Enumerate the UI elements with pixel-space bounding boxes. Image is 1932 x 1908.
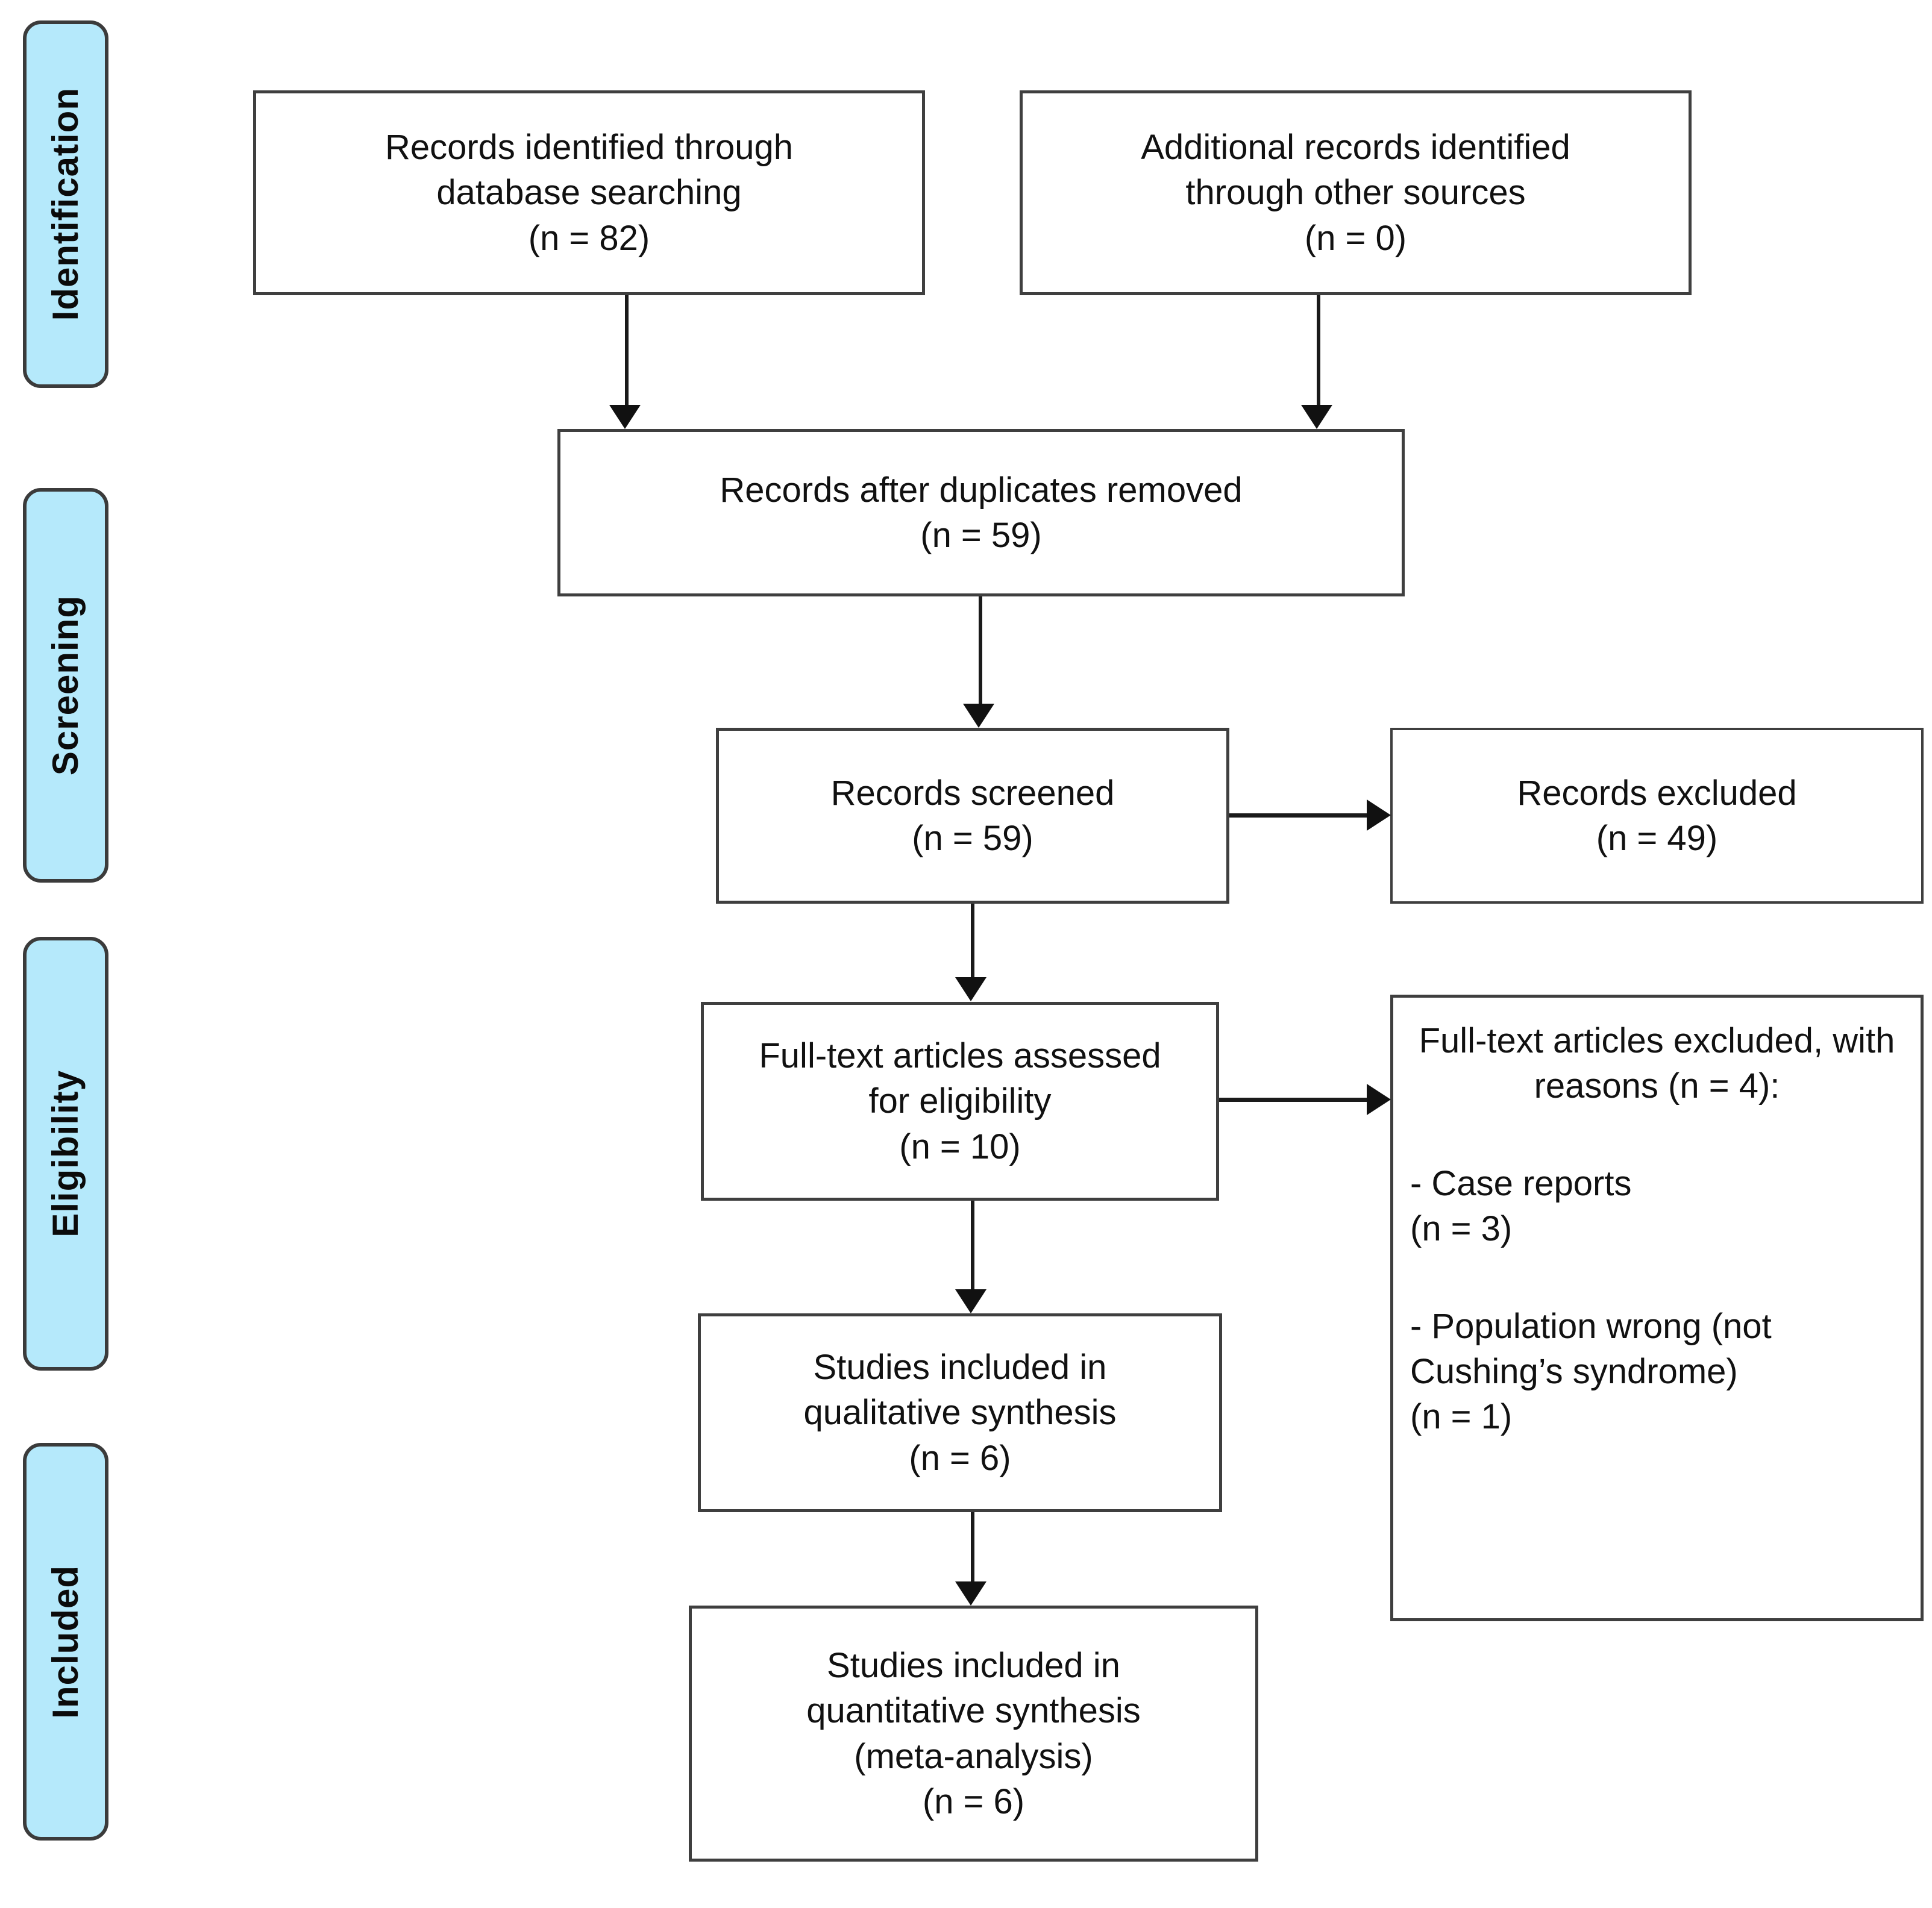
arrowhead-db-to-duplicates <box>609 405 641 429</box>
box-line: (n = 49) <box>1596 819 1718 858</box>
arrowhead-fulltext-to-qualitative <box>955 1289 986 1313</box>
box-additional-records-other-sources: Additional records identified through ot… <box>1020 90 1692 295</box>
box-line: (n = 82) <box>528 218 650 258</box>
stage-bar-identification: Identification <box>23 20 108 388</box>
box-line: Records after duplicates removed <box>720 470 1243 510</box>
box-line: Full-text articles <box>1419 1021 1664 1060</box>
box-records-identified-database: Records identified through database sear… <box>253 90 925 295</box>
box-line: for eligibility <box>868 1081 1052 1121</box>
stage-bar-eligibility: Eligibility <box>23 937 108 1371</box>
box-line: (n = 59) <box>920 516 1042 555</box>
box-line: Studies included in <box>813 1347 1107 1387</box>
arrowhead-screened-to-excluded <box>1367 799 1391 831</box>
box-line: Full-text articles assessed <box>759 1036 1161 1075</box>
reasons-header: Full-text articles excluded, with reason… <box>1410 1018 1904 1109</box>
connector-qualitative-to-quantitative <box>971 1512 974 1581</box>
box-line: Cushing’s syndrome) <box>1410 1351 1738 1391</box>
box-line: quantitative synthesis <box>806 1691 1141 1731</box>
box-line: (n = 10) <box>899 1127 1021 1166</box>
connector-db-to-duplicates <box>625 295 629 405</box>
arrowhead-screened-to-fulltext <box>955 977 986 1001</box>
stage-label-included: Included <box>45 1565 86 1719</box>
box-line: (n = 1) <box>1410 1397 1513 1437</box>
arrowhead-qualitative-to-quantitative <box>955 1581 986 1606</box>
box-line: Studies included in <box>827 1645 1120 1685</box>
box-line: - Population wrong (not <box>1410 1306 1772 1346</box>
box-line: database searching <box>436 173 742 213</box>
connector-fulltext-to-qualitative <box>971 1201 974 1289</box>
reason-case-reports: - Case reports (n = 3) <box>1410 1161 1904 1252</box>
box-line: Records screened <box>830 773 1115 813</box>
box-records-excluded: Records excluded (n = 49) <box>1390 728 1924 904</box>
connector-other-to-duplicates <box>1317 295 1320 405</box>
stage-bar-included: Included <box>23 1443 108 1841</box>
arrowhead-duplicates-to-screened <box>963 704 994 728</box>
box-fulltext-articles-assessed: Full-text articles assessed for eligibil… <box>701 1002 1219 1201</box>
reason-population-wrong: - Population wrong (not Cushing’s syndro… <box>1410 1304 1904 1440</box>
connector-screened-to-fulltext <box>971 904 974 977</box>
stage-label-identification: Identification <box>45 87 86 321</box>
box-line: (n = 6) <box>909 1438 1011 1478</box>
stage-label-screening: Screening <box>45 595 86 776</box>
box-line: Records excluded <box>1517 773 1797 813</box>
stage-label-eligibility: Eligibility <box>45 1070 86 1237</box>
connector-fulltext-to-excluded-reasons <box>1219 1098 1369 1102</box>
arrowhead-other-to-duplicates <box>1301 405 1332 429</box>
stage-bar-screening: Screening <box>23 488 108 883</box>
box-line: (n = 6) <box>922 1781 1025 1821</box>
box-line: (n = 59) <box>912 819 1033 858</box>
box-line: - Case reports <box>1410 1163 1632 1203</box>
box-line: (meta-analysis) <box>854 1736 1093 1776</box>
box-line: (n = 4): <box>1668 1066 1780 1106</box>
reasons-spacer <box>1410 1252 1904 1304</box>
box-fulltext-articles-excluded-with-reasons: Full-text articles excluded, with reason… <box>1390 995 1924 1621</box>
box-records-after-duplicates-removed: Records after duplicates removed (n = 59… <box>557 429 1405 596</box>
box-line: (n = 3) <box>1410 1209 1513 1249</box>
box-line: excluded, with reasons <box>1534 1021 1895 1106</box>
box-line: Records identified through <box>384 127 794 167</box>
box-line: Additional records identified <box>1141 127 1570 167</box>
box-line: qualitative synthesis <box>803 1393 1117 1433</box>
arrowhead-fulltext-to-excluded-reasons <box>1367 1084 1391 1115</box>
box-studies-qualitative-synthesis: Studies included in qualitative synthesi… <box>698 1313 1222 1512</box>
connector-duplicates-to-screened <box>979 596 982 704</box>
box-line: (n = 0) <box>1304 218 1407 258</box>
box-line: through other sources <box>1185 173 1526 213</box>
box-records-screened: Records screened (n = 59) <box>716 728 1229 904</box>
connector-screened-to-excluded <box>1229 813 1369 818</box>
box-studies-quantitative-synthesis: Studies included in quantitative synthes… <box>689 1606 1258 1862</box>
